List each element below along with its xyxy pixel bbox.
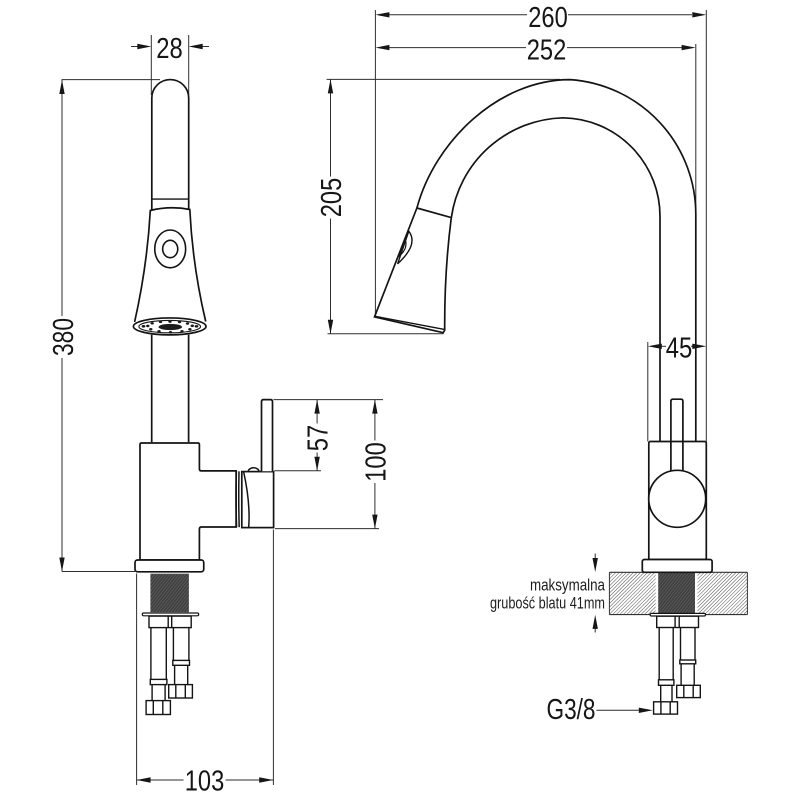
svg-text:G3/8: G3/8: [547, 694, 596, 726]
svg-text:57: 57: [303, 425, 335, 452]
svg-text:252: 252: [527, 34, 567, 66]
svg-text:260: 260: [528, 2, 568, 34]
svg-text:maksymalna: maksymalna: [530, 576, 606, 595]
svg-text:grubość blatu 41mm: grubość blatu 41mm: [490, 594, 605, 613]
svg-text:380: 380: [48, 318, 80, 356]
svg-text:28: 28: [156, 33, 183, 65]
svg-text:205: 205: [316, 178, 348, 218]
svg-text:100: 100: [361, 442, 393, 482]
svg-text:45: 45: [666, 332, 693, 364]
svg-text:103: 103: [185, 765, 225, 797]
